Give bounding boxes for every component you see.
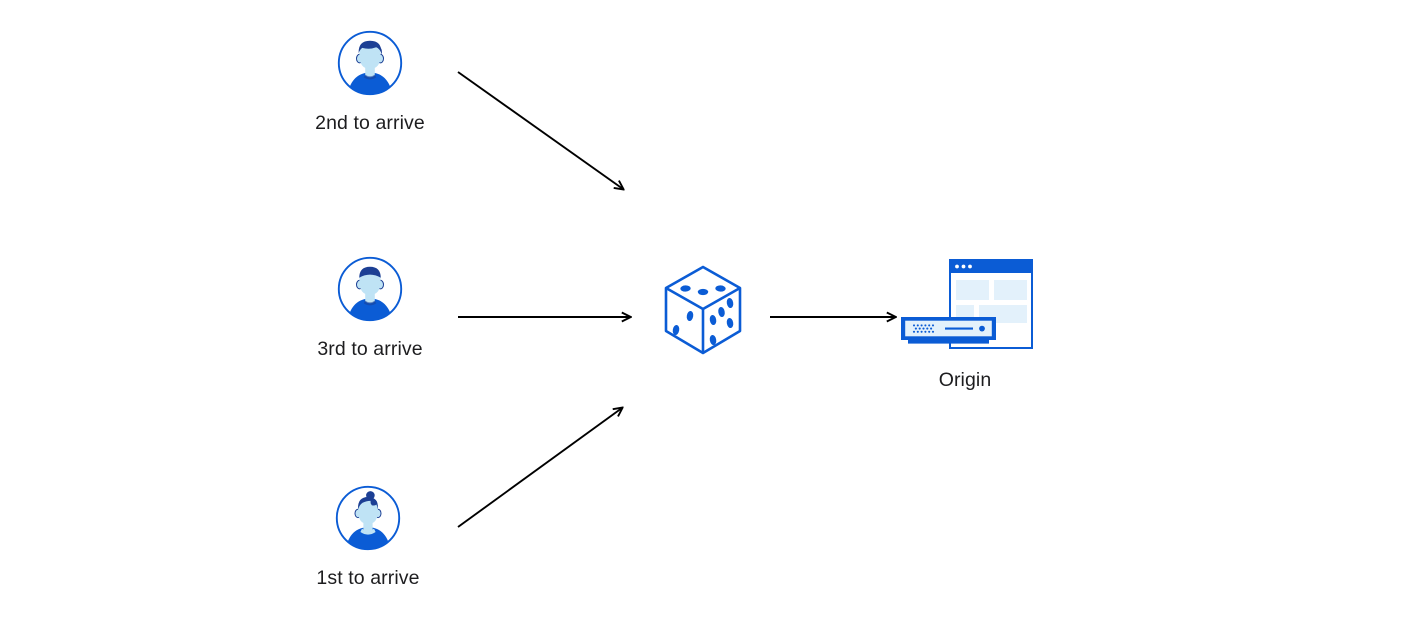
user-avatar-icon [335,28,405,98]
user-avatar-icon [335,254,405,324]
arrow-1st-to-die [457,408,622,528]
client-label-2nd: 2nd to arrive [315,112,425,134]
server-device-icon [901,317,996,344]
client-node-1st[interactable]: 1st to arrive [288,483,448,590]
browser-window-server-icon [895,255,1035,357]
dice-icon [664,265,742,355]
browser-window-icon [949,259,1033,349]
arrow-2nd-to-die [457,71,623,189]
client-node-2nd[interactable]: 2nd to arrive [290,28,450,135]
origin-node[interactable]: Origin [875,255,1055,392]
client-label-3rd: 3rd to arrive [317,338,423,360]
origin-label: Origin [938,369,992,391]
randomizer-node[interactable] [660,263,746,357]
user-avatar-icon [333,483,403,553]
client-label-1st: 1st to arrive [316,567,420,589]
client-node-3rd[interactable]: 3rd to arrive [290,254,450,361]
